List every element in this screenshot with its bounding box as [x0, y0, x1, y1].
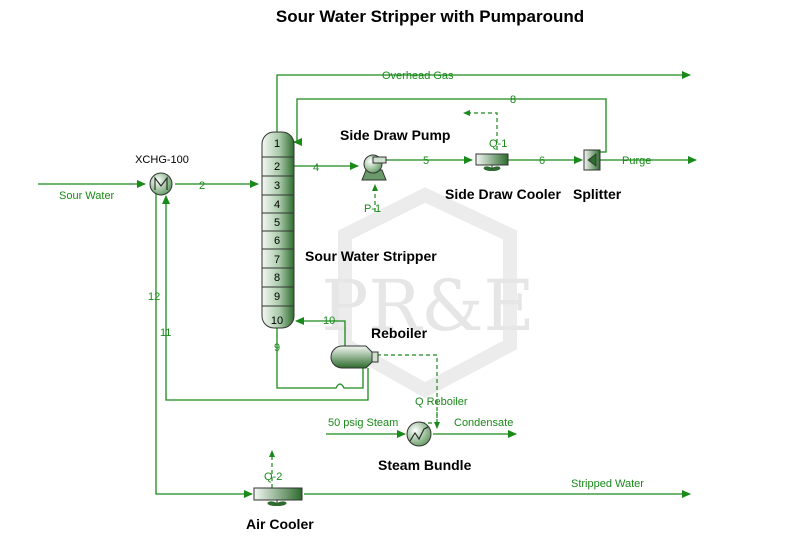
energy-stream-q1[interactable]: [463, 110, 498, 150]
heat-exchanger-xchg-100[interactable]: [149, 172, 173, 196]
stage-label: 10: [271, 315, 283, 327]
stage-label: 1: [274, 138, 280, 150]
energy-label-q-reboiler: Q Reboiler: [415, 396, 468, 408]
diagram-title: Sour Water Stripper with Pumparound: [276, 7, 584, 26]
stream-label-11: 11: [160, 327, 171, 339]
air-cooler[interactable]: [253, 487, 303, 506]
label-splitter: Splitter: [573, 186, 622, 202]
stream-label-8: 8: [510, 94, 516, 106]
stream-11[interactable]: [162, 195, 369, 401]
label-side-draw-cooler: Side Draw Cooler: [445, 186, 561, 202]
stream-overhead-gas[interactable]: [276, 71, 691, 132]
label-air-cooler: Air Cooler: [246, 516, 314, 532]
watermark: PR&E: [321, 187, 535, 398]
stage-label: 2: [274, 161, 280, 173]
sour-water-stripper-column[interactable]: [261, 131, 295, 329]
steam-bundle[interactable]: [406, 421, 432, 447]
stage-label: 3: [274, 180, 280, 192]
stage-label: 4: [274, 199, 280, 211]
stage-label: 9: [274, 291, 280, 303]
stream-label-2: 2: [199, 180, 205, 192]
stage-label: 8: [274, 272, 280, 284]
stream-label-9: 9: [274, 342, 280, 354]
stream-label-purge: Purge: [622, 155, 651, 167]
column-trays: [262, 156, 294, 307]
stream-8[interactable]: [293, 98, 607, 153]
stream-label-10: 10: [323, 315, 335, 327]
label-xchg-100: XCHG-100: [135, 154, 189, 166]
stream-label-6: 6: [539, 155, 545, 167]
label-steam-bundle: Steam Bundle: [378, 457, 472, 473]
stream-label-12: 12: [148, 291, 160, 303]
stream-label-condensate: Condensate: [454, 417, 513, 429]
splitter[interactable]: [583, 149, 601, 171]
reboiler[interactable]: [330, 345, 379, 369]
energy-label-q1: Q-1: [489, 138, 507, 150]
label-reboiler: Reboiler: [371, 325, 428, 341]
stream-12[interactable]: [155, 194, 253, 498]
label-column: Sour Water Stripper: [305, 248, 437, 264]
stream-label-5: 5: [423, 155, 429, 167]
stage-label: 5: [274, 217, 280, 229]
stream-10[interactable]: [295, 317, 346, 346]
stream-label-sour-water: Sour Water: [59, 190, 115, 202]
stream-label-4: 4: [313, 162, 319, 174]
stage-label: 7: [274, 254, 280, 266]
energy-label-q2: Q-2: [264, 471, 282, 483]
stage-label: 6: [274, 235, 280, 247]
watermark-text: PR&E: [321, 265, 534, 347]
stream-label-steam: 50 psig Steam: [328, 417, 398, 429]
stream-9[interactable]: [276, 328, 364, 389]
side-draw-cooler[interactable]: [475, 153, 509, 171]
stream-label-overhead-gas: Overhead Gas: [382, 70, 454, 82]
label-side-draw-pump: Side Draw Pump: [340, 127, 450, 143]
energy-label-p1: P-1: [364, 203, 381, 215]
stream-label-stripped-water: Stripped Water: [571, 478, 644, 490]
side-draw-pump[interactable]: [361, 154, 387, 181]
energy-stream-q-reboiler[interactable]: [377, 354, 438, 424]
